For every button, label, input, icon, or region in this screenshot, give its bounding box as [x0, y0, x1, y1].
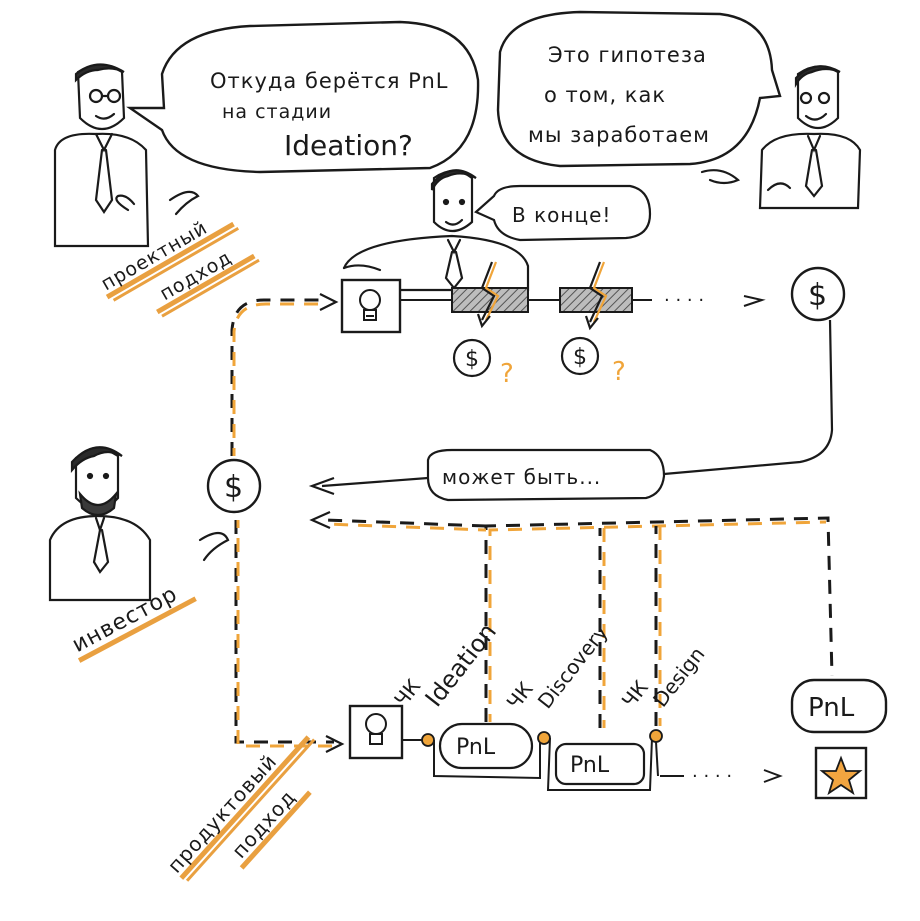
question-line-3: Ideation?: [284, 129, 413, 162]
product-dots: · · · ·: [692, 766, 732, 787]
at-end-bubble: В конце!: [473, 184, 652, 242]
stage-code-2: ЧК: [502, 677, 538, 714]
question-bubble: Откуда берётся PnL на стадии Ideation?: [126, 20, 480, 174]
product-timeline: PnL PnL · · · · PnL ЧК Ideation ЧК Disco…: [348, 618, 888, 800]
svg-text:PnL: PnL: [456, 735, 496, 760]
hypothesis-bubble: Это гипотеза о том, как мы заработаем: [496, 10, 782, 168]
svg-text:$: $: [224, 470, 243, 505]
question-mark-1: ?: [500, 359, 514, 389]
dollar-coin-icon-1: $: [452, 338, 492, 378]
stage-gate-3: [649, 729, 663, 743]
idea-box: [340, 278, 402, 334]
svg-text:PnL: PnL: [570, 753, 610, 778]
investor-figure: [48, 446, 230, 602]
lightning-icon-1: [476, 261, 500, 329]
lightning-icon-2: [584, 261, 608, 331]
question-line-1: Откуда берётся PnL: [210, 69, 448, 93]
question-line-2: на стадии: [222, 101, 332, 123]
question-mark-2: ?: [612, 357, 626, 387]
stage-code-3: ЧК: [617, 676, 653, 713]
svg-text:PnL: PnL: [808, 693, 855, 723]
svg-text:$: $: [573, 345, 587, 370]
manager-figure-right: [700, 65, 862, 210]
pnl-box-2: PnL: [554, 742, 646, 786]
star-icon: [814, 746, 868, 800]
hypothesis-line-1: Это гипотеза: [548, 43, 707, 67]
svg-text:$: $: [465, 347, 479, 372]
project-timeline: · · · · $ ? $ ? $: [340, 261, 846, 389]
dollar-coin-icon-big: $: [790, 266, 846, 322]
hypothesis-line-3: мы заработаем: [528, 123, 710, 147]
return-flow-line: [321, 319, 834, 488]
at-end-text: В конце!: [512, 203, 611, 227]
dollar-coin-icon-2: $: [560, 336, 600, 376]
stage-label-discovery: ЧК Discovery: [502, 620, 613, 714]
pnl-box-final: PnL: [790, 678, 888, 734]
svg-text:$: $: [808, 278, 827, 313]
project-dots: · · · ·: [664, 290, 704, 311]
maybe-text: может быть...: [442, 465, 601, 489]
project-manager-figure: [342, 169, 530, 292]
manager-figure-left: [53, 63, 200, 248]
investor-dollar-icon: $: [206, 458, 262, 514]
hypothesis-line-2: о том, как: [544, 83, 666, 107]
stage-label-design: ЧК Design: [617, 642, 710, 713]
pnl-box-1: PnL: [438, 722, 534, 770]
stage-gate-2: [537, 731, 551, 745]
stage-gate-1: [421, 733, 435, 747]
lightbulb-icon: [359, 289, 381, 321]
maybe-bubble: может быть...: [426, 448, 666, 502]
dashed-flows: [230, 298, 834, 748]
lightbulb-icon: [365, 713, 387, 745]
